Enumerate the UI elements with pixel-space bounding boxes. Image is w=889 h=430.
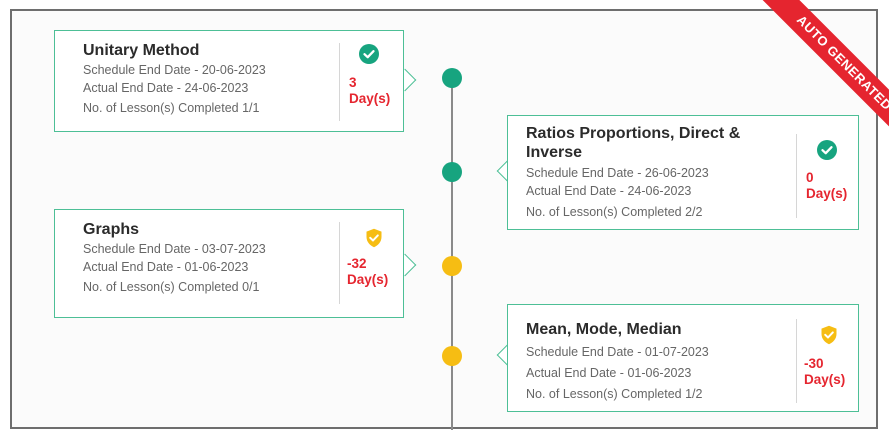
card-divider	[339, 222, 340, 304]
topic-card-mean-mode-median[interactable]: Mean, Mode, Median Schedule End Date - 0…	[507, 304, 859, 412]
topic-title: Mean, Mode, Median	[526, 321, 682, 338]
corner-ribbon: AUTO GENERATED	[739, 0, 889, 150]
card-divider	[796, 134, 797, 218]
timeline-dot-pending	[442, 256, 462, 276]
topic-card-ratios-proportions[interactable]: Ratios Proportions, Direct & Inverse Sch…	[507, 115, 859, 230]
check-shield-icon	[365, 228, 383, 253]
days-difference: 0 Day(s)	[806, 170, 848, 201]
check-shield-icon	[820, 325, 838, 350]
schedule-end-date: Schedule End Date - 20-06-2023	[83, 63, 266, 77]
lessons-completed: No. of Lesson(s) Completed 0/1	[83, 280, 260, 294]
timeline-dot-complete	[442, 68, 462, 88]
actual-end-date: Actual End Date - 24-06-2023	[83, 81, 249, 95]
days-difference: -30 Day(s)	[804, 356, 846, 387]
check-circle-icon	[817, 140, 837, 165]
lessons-completed: No. of Lesson(s) Completed 1/1	[83, 101, 260, 115]
card-divider	[796, 319, 797, 403]
topic-title: Unitary Method	[83, 42, 200, 59]
check-circle-icon	[359, 44, 379, 69]
actual-end-date: Actual End Date - 24-06-2023	[526, 184, 692, 198]
topic-title: Graphs	[83, 221, 140, 238]
actual-end-date: Actual End Date - 01-06-2023	[83, 260, 249, 274]
topic-card-graphs[interactable]: Graphs Schedule End Date - 03-07-2023 Ac…	[54, 209, 404, 318]
lessons-completed: No. of Lesson(s) Completed 1/2	[526, 387, 703, 401]
topic-card-unitary-method[interactable]: Unitary Method Schedule End Date - 20-06…	[54, 30, 404, 132]
card-divider	[339, 43, 340, 121]
lessons-completed: No. of Lesson(s) Completed 2/2	[526, 205, 703, 219]
schedule-end-date: Schedule End Date - 01-07-2023	[526, 345, 709, 359]
timeline-dot-pending	[442, 346, 462, 366]
topic-title: Ratios Proportions, Direct & Inverse	[526, 125, 741, 161]
auto-generated-badge: AUTO GENERATED	[757, 0, 889, 150]
actual-end-date: Actual End Date - 01-06-2023	[526, 366, 692, 380]
schedule-end-date: Schedule End Date - 26-06-2023	[526, 166, 709, 180]
days-difference: 3 Day(s)	[349, 75, 391, 106]
schedule-end-date: Schedule End Date - 03-07-2023	[83, 242, 266, 256]
timeline-axis	[451, 70, 453, 430]
timeline-dot-complete	[442, 162, 462, 182]
days-difference: -32 Day(s)	[347, 256, 389, 287]
